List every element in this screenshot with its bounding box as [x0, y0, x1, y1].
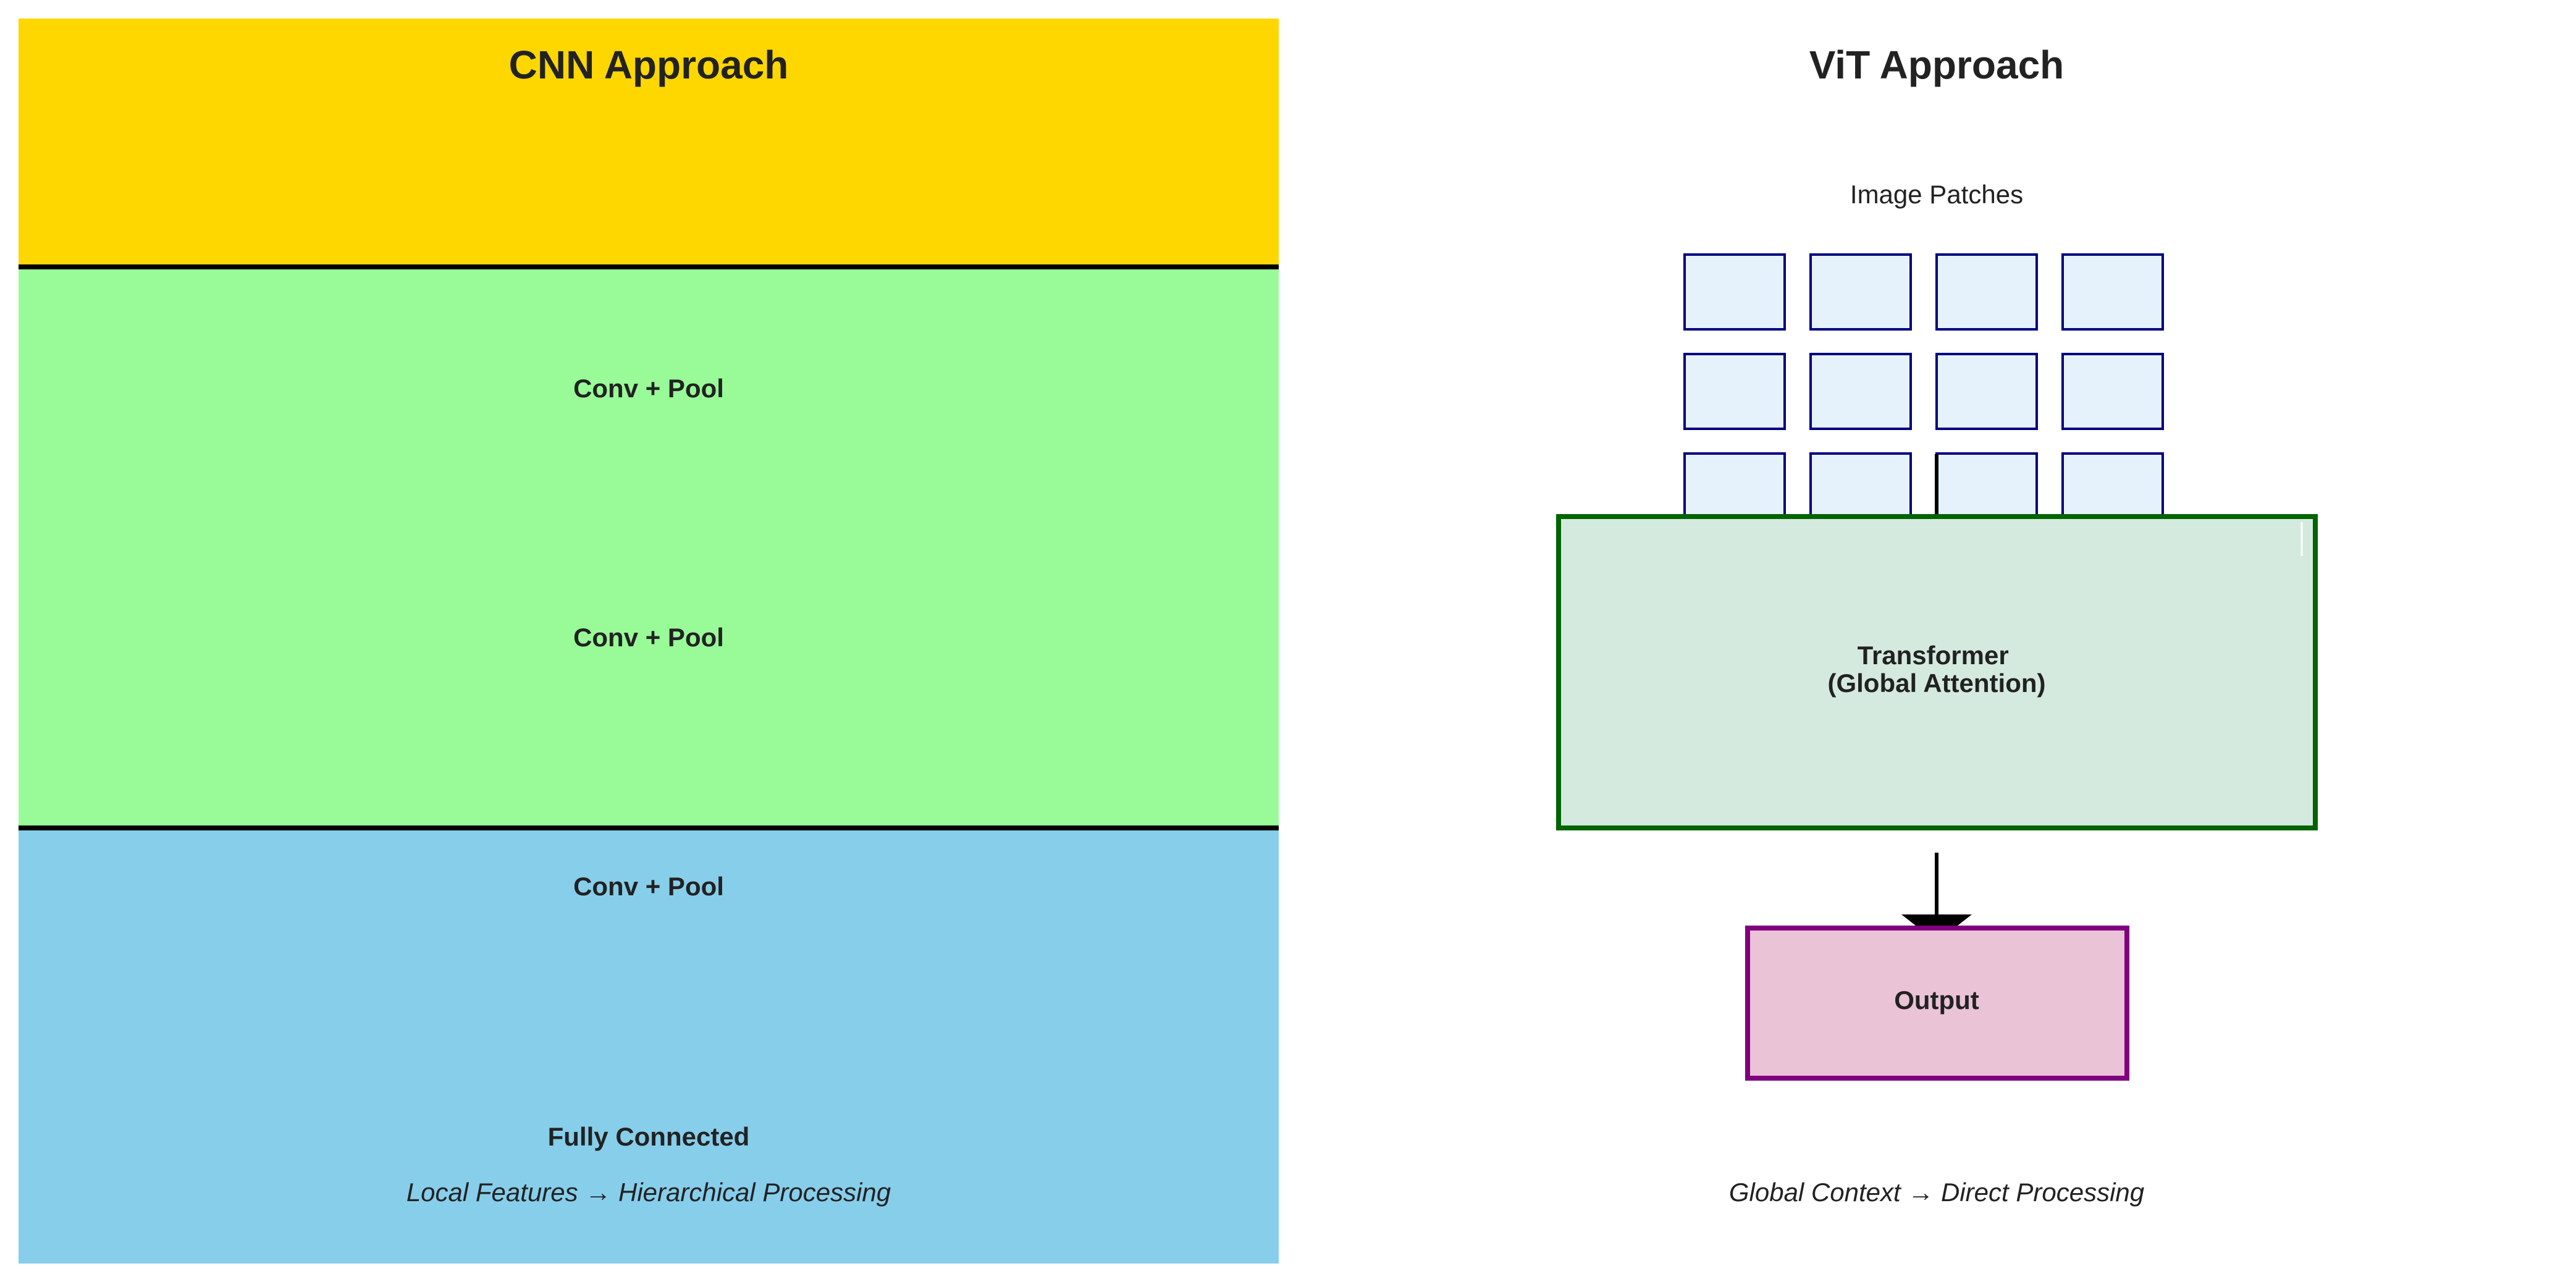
cnn-layer-1-label: Conv + Pool	[573, 374, 724, 403]
output-label: Output	[1894, 986, 1979, 1015]
transformer-label-line-1: Transformer	[1858, 641, 2009, 670]
image-patches-label: Image Patches	[1850, 180, 2023, 209]
vit-panel: ViT Approach Image Patches Transformer (…	[1556, 43, 2318, 1207]
cnn-layer-3-label: Conv + Pool	[573, 872, 724, 901]
image-patch-r1-c1	[1683, 253, 1786, 331]
image-patch-r1-c4	[2061, 253, 2164, 331]
cnn-caption: Local Features → Hierarchical Processing	[406, 1178, 891, 1207]
cnn-top-band	[19, 19, 1279, 267]
vit-title: ViT Approach	[1809, 43, 2065, 87]
cnn-bottom-band	[19, 828, 1279, 1264]
transformer-block	[1556, 514, 2318, 830]
image-patch-r1-c2	[1809, 253, 1912, 331]
transformer-label: Transformer (Global Attention)	[1827, 641, 2045, 698]
image-patch-r2-c1	[1683, 353, 1786, 430]
cnn-panel: CNN Approach Conv + Pool Conv + Pool Con…	[19, 19, 1279, 1264]
vit-caption: Global Context → Direct Processing	[1729, 1178, 2144, 1207]
cnn-title: CNN Approach	[509, 43, 789, 87]
transformer-label-line-2: (Global Attention)	[1827, 669, 2045, 698]
cnn-layer-2-label: Conv + Pool	[573, 623, 724, 652]
image-patch-r2-c3	[1935, 353, 2038, 430]
output-block	[1745, 926, 2129, 1081]
image-patch-r2-c4	[2061, 353, 2164, 430]
image-patch-r1-c3	[1935, 253, 2038, 331]
image-patch-grid	[1683, 253, 2164, 530]
cnn-middle-band	[19, 267, 1279, 828]
image-patch-r2-c2	[1809, 353, 1912, 430]
cnn-fc-label: Fully Connected	[548, 1122, 750, 1151]
